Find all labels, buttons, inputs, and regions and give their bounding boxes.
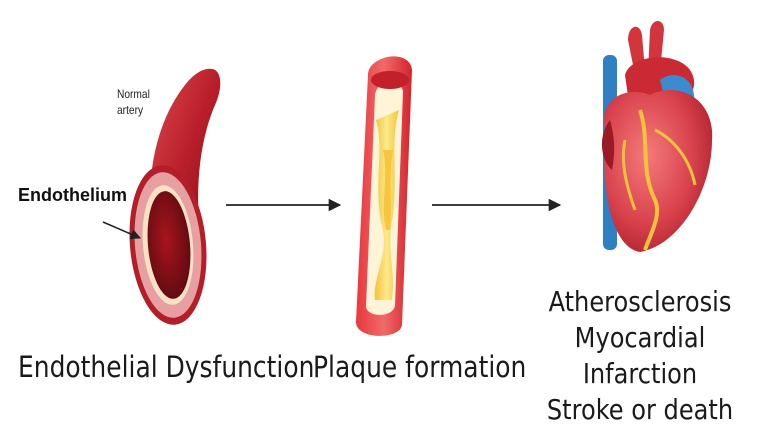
outcomes-list: Atherosclerosis Myocardial Infarction St…: [520, 284, 760, 428]
caption-plaque-formation: Plaque formation: [313, 350, 527, 384]
normal-artery-illustration: [102, 68, 221, 325]
outcome-item: Myocardial Infarction: [574, 321, 706, 390]
plaque-vessel-illustration: [356, 56, 412, 336]
outcome-item: Atherosclerosis: [548, 285, 732, 318]
outcome-item: Stroke or death: [546, 393, 734, 426]
normal-artery-label: Normal artery: [117, 87, 150, 117]
endothelium-label: Endothelium: [18, 185, 127, 205]
caption-endothelial-dysfunction: Endothelial Dysfunction: [18, 350, 315, 384]
heart-illustration: [601, 21, 713, 252]
